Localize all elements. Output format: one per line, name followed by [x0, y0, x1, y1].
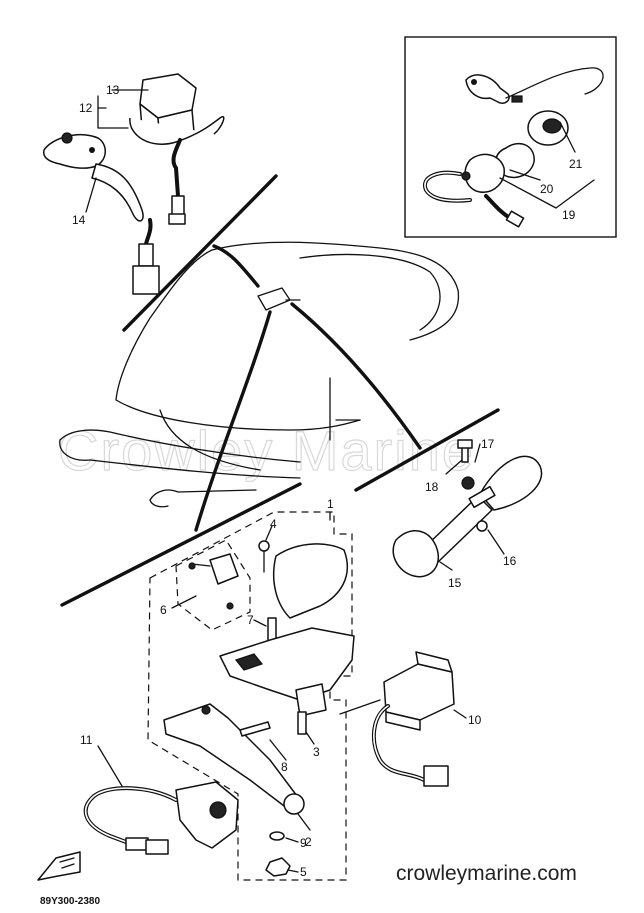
- callout-11: 11: [80, 733, 93, 747]
- throttle-switch-group: 13 12 14: [42, 73, 225, 295]
- callout-10: 10: [468, 713, 482, 727]
- drawing-code: 89Y300-2380: [40, 896, 100, 907]
- callout-21: 21: [569, 157, 583, 171]
- divider-middle-left: [60, 482, 302, 607]
- callout-4: 4: [270, 517, 277, 531]
- callout-17: 17: [481, 437, 495, 451]
- callout-13: 13: [106, 83, 120, 97]
- callout-18: 18: [425, 480, 439, 494]
- callout-16: 16: [503, 554, 517, 568]
- callout-19: 19: [562, 208, 576, 222]
- website-text: crowleymarine.com: [396, 862, 577, 885]
- callout-7: 7: [247, 613, 254, 627]
- main-switch: [422, 110, 569, 228]
- callout-3: 3: [313, 745, 320, 759]
- horn-group: 17 18 16 15: [392, 437, 543, 590]
- front-arrow-icon: [37, 851, 81, 881]
- brake-switch-group: 11: [80, 733, 239, 855]
- inset-box: 21 20 19: [404, 36, 617, 238]
- callout-8: 8: [281, 760, 288, 774]
- callout-15: 15: [448, 576, 462, 590]
- watermark-text: Crowley Marine: [58, 419, 475, 482]
- control-unit-group: 10: [339, 651, 482, 787]
- divider-top-left: [122, 174, 278, 332]
- ignition-key: [465, 67, 604, 105]
- callout-14: 14: [72, 213, 86, 227]
- brake-assembly-group: 6 4 7 2 8 3 9 5: [147, 497, 355, 881]
- divider-middle-right: [354, 408, 500, 492]
- callout-12: 12: [79, 101, 93, 115]
- snowmobile-outline: [59, 241, 460, 532]
- callout-1: 1: [327, 497, 334, 511]
- callout-6: 6: [160, 603, 167, 617]
- callout-2: 2: [305, 835, 312, 849]
- callout-5: 5: [300, 865, 307, 879]
- callout-9: 9: [300, 836, 307, 850]
- callout-20: 20: [540, 182, 554, 196]
